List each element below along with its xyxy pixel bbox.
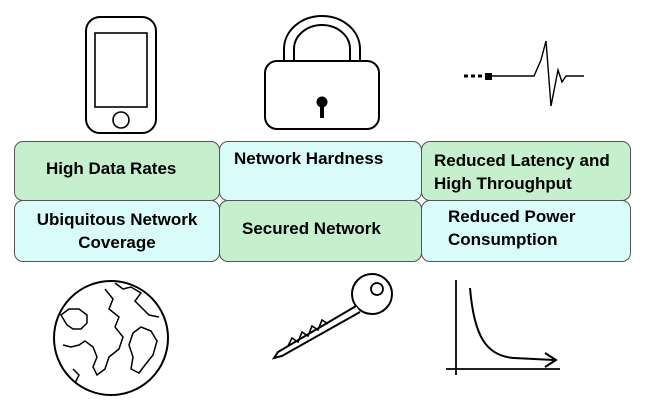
cell-high-data-rates: High Data Rates [14, 141, 220, 201]
cell-line: Reduced Power [448, 207, 576, 226]
key-icon [271, 273, 393, 360]
smartphone-icon [85, 16, 157, 134]
cell-line: Reduced Latency and [434, 151, 610, 170]
cell-ubiquitous-coverage: Ubiquitous Network Coverage [14, 200, 220, 262]
signal-pulse-icon [464, 40, 584, 107]
cell-network-hardness: Network Hardness [219, 141, 422, 201]
cell-line: Consumption [448, 230, 558, 249]
cell-line: Ubiquitous Network [36, 210, 198, 229]
cell-line: Secured Network [242, 219, 381, 238]
cell-secured-network: Secured Network [219, 200, 422, 262]
cell-reduced-power: Reduced Power Consumption [421, 200, 631, 262]
cell-line: Network Hardness [234, 149, 384, 168]
cell-line: High Data Rates [46, 159, 177, 178]
cell-reduced-latency: Reduced Latency and High Throughput [421, 141, 631, 201]
cell-line: Coverage [78, 233, 156, 252]
decay-curve-icon [446, 280, 560, 375]
padlock-icon [264, 15, 380, 130]
cell-line: High Throughput [434, 174, 572, 193]
globe-icon [53, 280, 169, 396]
